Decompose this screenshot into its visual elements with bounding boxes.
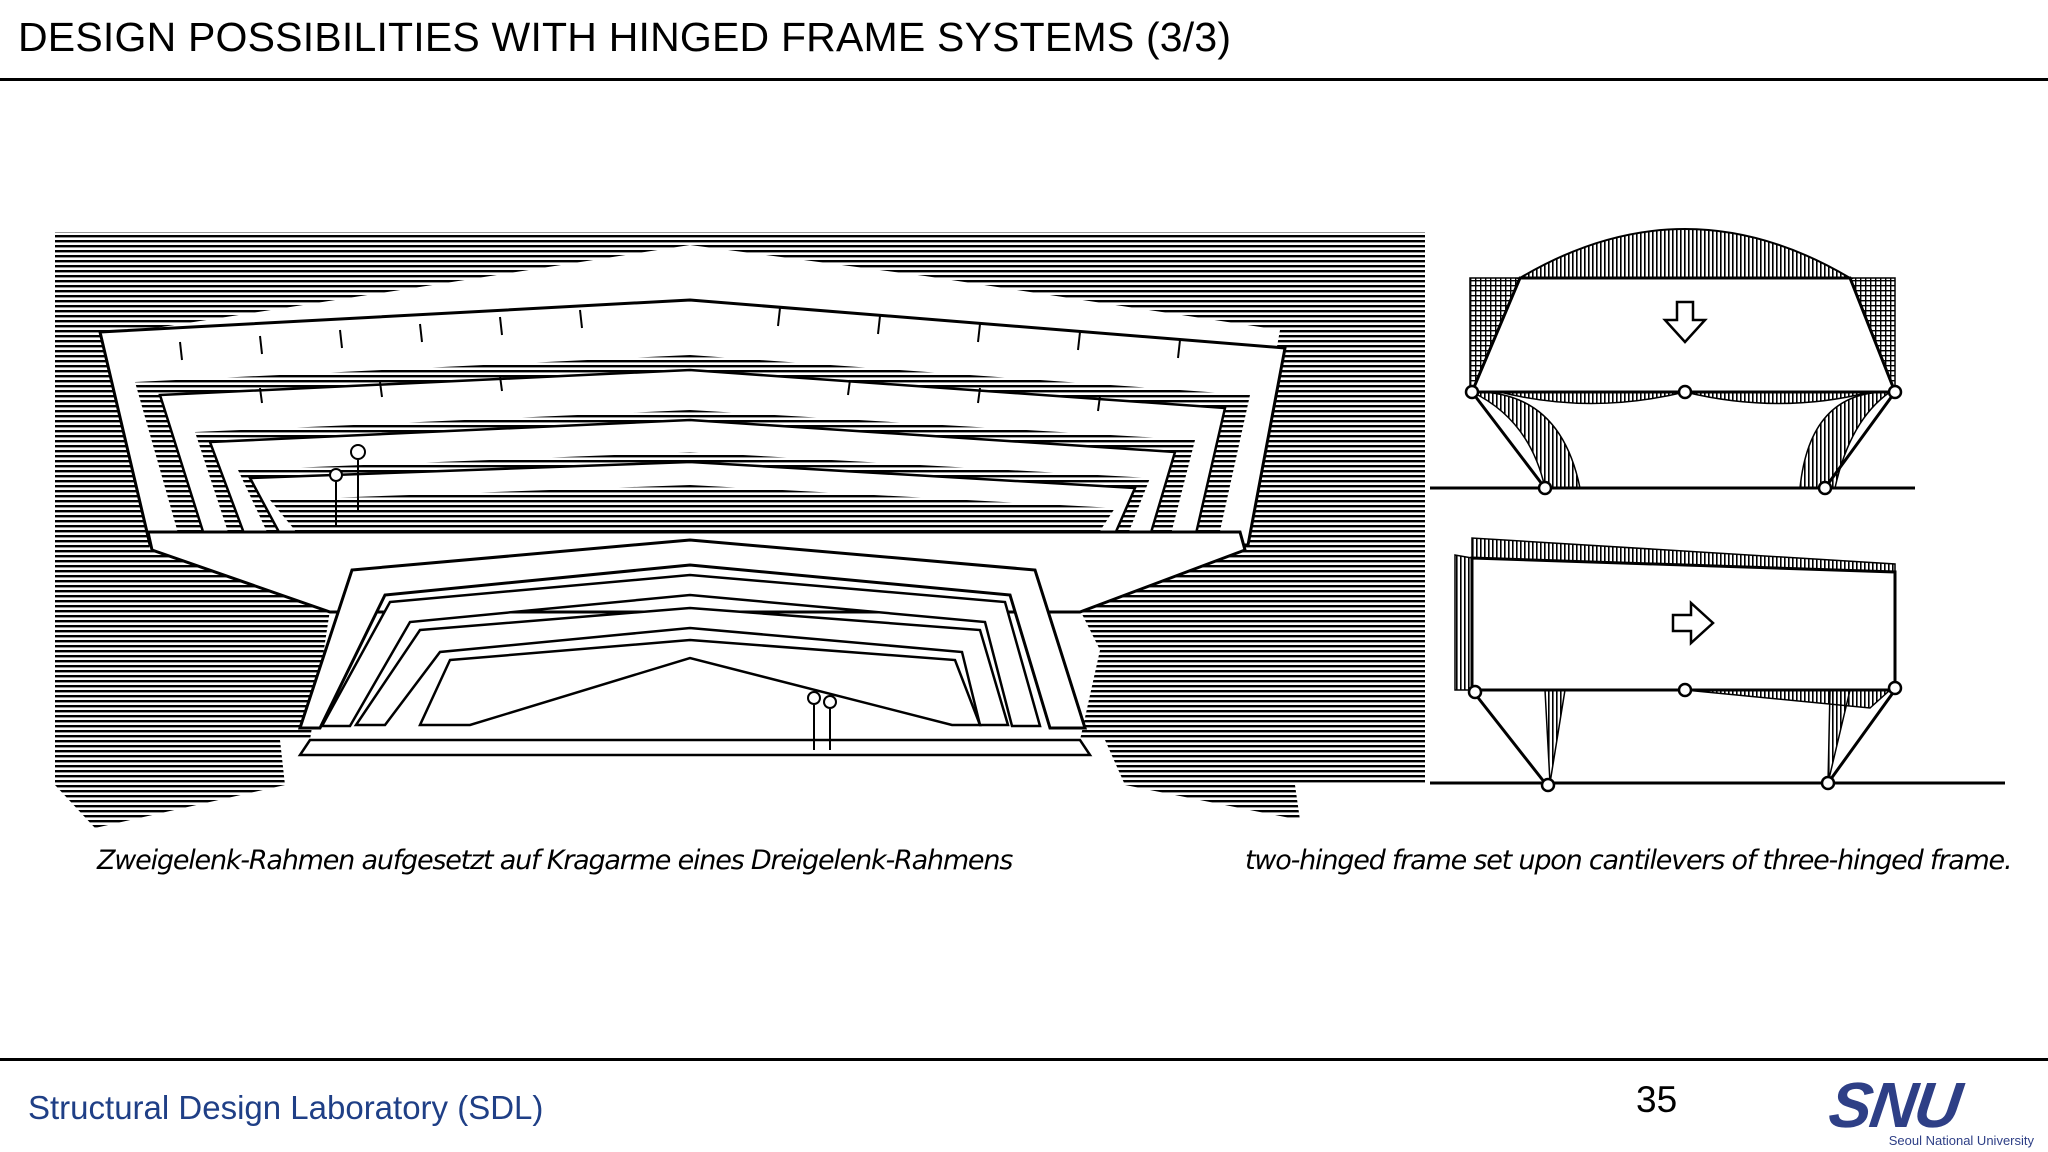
footer-lab-name: Structural Design Laboratory (SDL) <box>28 1089 544 1126</box>
hinged-frame-figure <box>55 228 2005 828</box>
perspective-section-drawing <box>55 232 1425 828</box>
people-figures <box>329 444 837 750</box>
logo-text: SNU <box>1824 1069 1965 1141</box>
footer-divider <box>0 1058 2048 1061</box>
hatched-background <box>55 232 1425 828</box>
caption-german: Zweigelenk-Rahmen aufgesetzt auf Kragarm… <box>97 845 1013 876</box>
vertical-load-moment-diagram <box>1430 228 1915 496</box>
slide-title: DESIGN POSSIBILITIES WITH HINGED FRAME S… <box>18 14 1232 60</box>
page-number: 35 <box>1636 1079 1678 1120</box>
header-divider <box>0 78 2048 81</box>
snu-logo: SNU Seoul National University <box>1820 1068 2040 1148</box>
arrow-down-icon <box>1662 300 1708 344</box>
lower-frame-outer <box>297 538 1088 730</box>
caption-english: two-hinged frame set upon cantilevers of… <box>1245 845 2013 876</box>
logo-subtext: Seoul National University <box>1888 1133 2034 1148</box>
arrow-right-icon <box>1671 600 1715 646</box>
floor-slab <box>297 738 1093 757</box>
horizontal-load-moment-diagram <box>1430 537 2005 793</box>
